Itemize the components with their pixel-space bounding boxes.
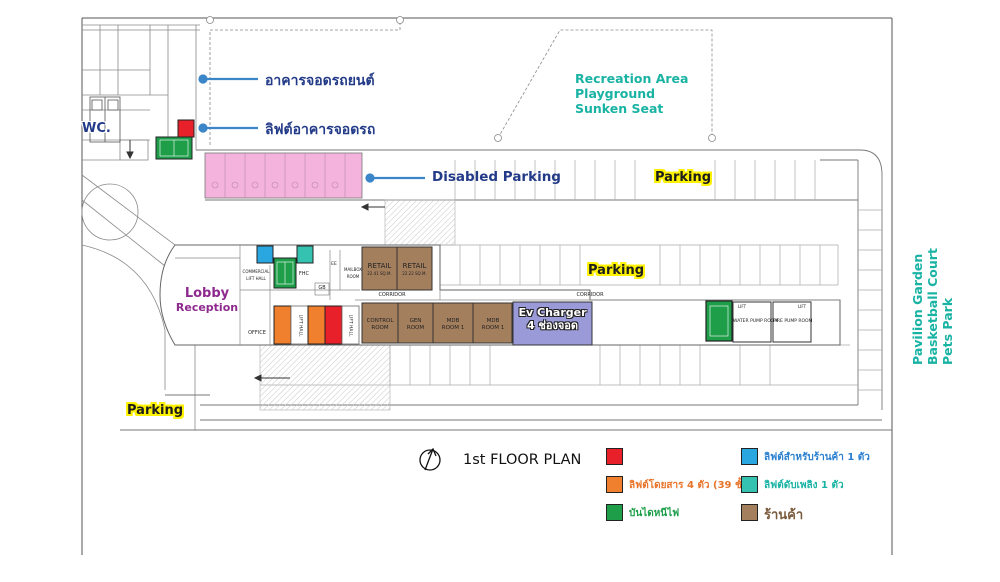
legend-label-orange: ลิฟต์โดยสาร 4 ตัว (39 ชั้น): [629, 480, 754, 491]
ev-charger-zone: [512, 301, 593, 346]
corridor-2-label: CORRIDOR: [576, 292, 604, 298]
recreation-line-2: Playground: [575, 86, 656, 101]
mdb-room-2-label: MDB ROOM 1: [481, 318, 505, 331]
reception-title: Reception: [175, 301, 239, 314]
retail-room-1: [361, 246, 398, 291]
legend-swatch-orange: [606, 476, 623, 493]
legend-swatch-teal: [741, 476, 758, 493]
water-pump-room: [732, 301, 772, 343]
traffic-arrows: [126, 140, 455, 382]
callout-disabled-parking: Disabled Parking: [432, 169, 561, 185]
lift-small-2-label: LIFT: [797, 304, 807, 309]
commercial-lift: [256, 245, 274, 264]
parking-label-top: Parking: [655, 170, 712, 185]
corridor-1-label: CORRIDOR: [378, 292, 406, 298]
fire-pump-room: [772, 301, 812, 343]
retail-1-label: RETAIL 22.41 SQ.M.: [362, 262, 397, 276]
recreation-area-label: Recreation Area Playground Sunken Seat: [575, 71, 688, 116]
control-room-label: CONTROL ROOM: [366, 318, 394, 331]
callout-carpark-building: อาคารจอดรถยนต์: [265, 73, 375, 89]
pavilion-line-3: Pets Park: [940, 297, 955, 365]
legend-swatch-brown: [741, 504, 758, 521]
retail-room-2: [396, 246, 433, 291]
ev-charger-line-1: Ev Charger: [518, 306, 587, 319]
water-pump-label: WATER PUMP ROOM: [733, 319, 779, 324]
lift-small-1-label: LIFT: [737, 304, 747, 309]
recreation-line-1: Recreation Area: [575, 71, 689, 86]
pavilion-line-1: Pavilion Garden: [910, 253, 925, 365]
lobby-label: Lobby Reception: [172, 286, 242, 315]
wc-label: WC.: [82, 121, 111, 136]
right-stair-inner: [709, 305, 729, 337]
retail-2-name: RETAIL: [402, 262, 427, 270]
commercial-lift-hall-label: COMMERCIAL LIFT HALL: [242, 269, 270, 281]
office-label: OFFICE: [248, 330, 266, 336]
mdb-room-1: [432, 302, 474, 344]
legend-swatch-blue: [741, 448, 758, 465]
fire-lift: [296, 245, 314, 264]
ramp-hatch-upper: [384, 199, 456, 246]
callout-leaders: [198, 74, 425, 183]
mdb-room-1-label: MDB ROOM 1: [441, 318, 465, 331]
north-arrow-icon: [419, 447, 441, 471]
building-inner-walls: [175, 245, 840, 345]
lobby-title: Lobby: [184, 286, 230, 301]
mdb-room-2: [472, 302, 513, 344]
lift-hall-2-box: [341, 305, 360, 345]
disabled-parking-stalls: [211, 153, 346, 198]
pavilion-line-2: Basketball Court: [925, 248, 940, 365]
parking-stalls-middle: [440, 244, 839, 286]
retail-2-label: RETAIL 22.22 SQ.M.: [397, 262, 432, 276]
mailbox-label: MAILBOX ROOM: [344, 267, 362, 279]
plan-title: 1st FLOOR PLAN: [463, 452, 582, 468]
recreation-markers: [206, 16, 716, 142]
gen-room-label: GEN ROOM: [406, 318, 425, 331]
passenger-lift-3: [324, 305, 343, 345]
carpark-building-outline: [81, 24, 200, 430]
legend-label-green: บันไดหนีไฟ: [629, 508, 680, 519]
passenger-lift-1: [273, 305, 292, 345]
legend-swatch-green: [606, 504, 623, 521]
carpark-lift: [177, 119, 195, 138]
recreation-line-3: Sunken Seat: [575, 101, 664, 116]
retail-2-area: 22.22 SQ.M.: [402, 271, 427, 276]
ee-label: EE: [331, 262, 337, 267]
wc-block: [89, 96, 121, 143]
gen-room: [397, 302, 434, 344]
passenger-lift-2: [307, 305, 326, 345]
gb-label: GB: [318, 285, 326, 291]
site-boundary: [81, 17, 893, 555]
legend-label-blue: ลิฟต์สำหรับร้านค้า 1 ตัว: [764, 452, 870, 463]
legend-label-teal: ลิฟต์ดับเพลิง 1 ตัว: [764, 480, 844, 491]
building-stair-lines: [276, 261, 294, 285]
lift-hall-1-label: LIFT HALL: [297, 314, 303, 337]
right-stair: [705, 300, 733, 342]
legend-label-brown: ร้านค้า: [764, 508, 804, 523]
pavilion-label: Pavilion Garden Basketball Court Pets Pa…: [910, 248, 955, 365]
fhc-label: FHC: [298, 271, 310, 277]
retail-1-area: 22.41 SQ.M.: [367, 271, 392, 276]
lift-hall-2-label: LIFT HALL: [347, 314, 353, 337]
parking-stalls-right: [858, 209, 882, 391]
ev-charger-line-2: 4 ช่องจอด: [526, 319, 579, 332]
parking-label-bottom: Parking: [127, 403, 184, 418]
legend-swatch-red: [606, 448, 623, 465]
parking-label-middle: Parking: [588, 263, 645, 278]
ev-charger-label: Ev Charger 4 ช่องจอด: [513, 306, 592, 332]
fire-pump-label: FIRE PUMP ROOM: [773, 319, 813, 324]
road-lines: [120, 149, 892, 431]
carpark-stair-lines: [159, 139, 189, 157]
callout-carpark-lift: ลิฟต์อาคารจอดรถ: [265, 122, 376, 138]
retail-1-name: RETAIL: [367, 262, 392, 270]
disabled-parking-zone: [204, 152, 363, 199]
parking-stalls-top: [454, 160, 816, 200]
